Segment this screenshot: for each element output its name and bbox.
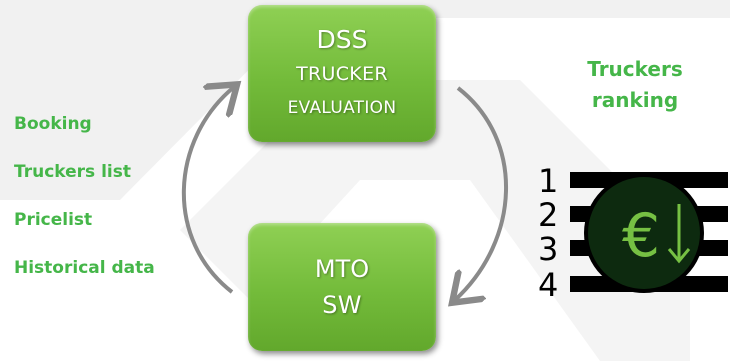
input-item-truckers-list: Truckers list [14, 162, 131, 182]
rank-number-1: 1 [538, 162, 558, 200]
dss-label-line3: EVALUATION [287, 97, 397, 118]
mto-label-line1: MTO [314, 255, 370, 283]
truckers-ranking-label: Truckers ranking [565, 54, 705, 116]
dss-label-line1: DSS [316, 24, 368, 54]
ranking-label-line1: Truckers [587, 57, 683, 81]
ranking-label-line2: ranking [591, 88, 679, 112]
rank-number-2: 2 [538, 196, 558, 234]
dss-label-line2: TRUCKER [296, 62, 388, 85]
input-item-pricelist: Pricelist [14, 210, 93, 230]
euro-down-ranking-icon: 1 2 3 4 € [538, 162, 728, 304]
rank-number-3: 3 [538, 230, 558, 268]
mto-label-line2: SW [322, 291, 362, 319]
input-item-historical-data: Historical data [14, 258, 155, 278]
arrow-dss-to-mto [455, 86, 509, 300]
rank-number-4: 4 [538, 266, 558, 304]
euro-symbol: € [622, 201, 660, 271]
arrow-mto-to-dss [181, 87, 234, 294]
dss-trucker-evaluation-box: DSS TRUCKER EVALUATION [248, 5, 436, 142]
input-item-booking: Booking [14, 114, 92, 134]
rank-numbers: 1 2 3 4 [538, 162, 558, 304]
input-data-list: Booking Truckers list Pricelist Historic… [14, 106, 155, 298]
mto-sw-box: MTO SW [248, 223, 436, 351]
arrow-down-icon [667, 204, 691, 264]
